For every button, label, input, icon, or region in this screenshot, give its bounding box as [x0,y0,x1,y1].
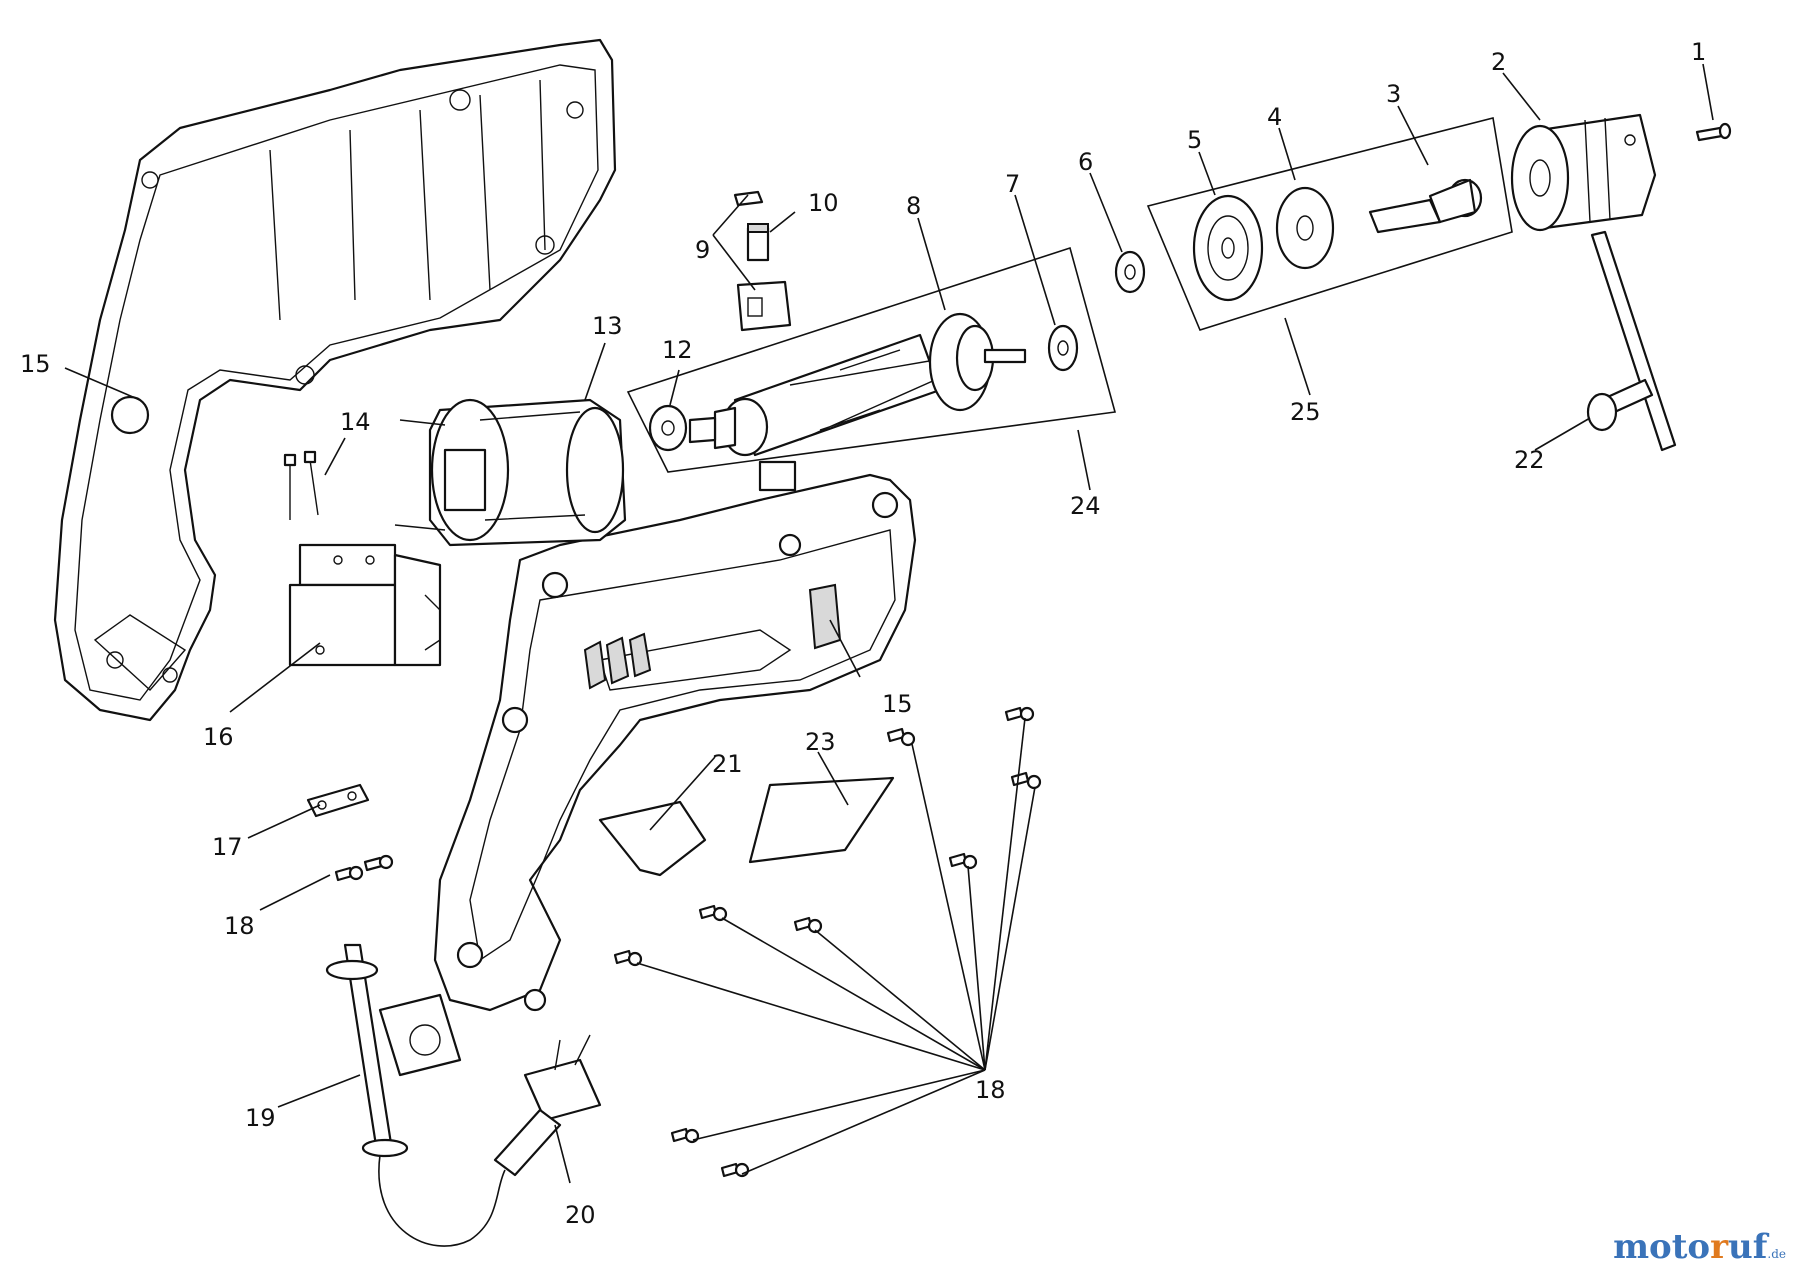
screw [698,904,728,922]
screw [613,949,643,967]
screw [886,727,916,747]
brush-holder-parts [733,190,792,332]
screws [334,706,1042,1178]
cable-ties [283,450,319,520]
gear-group [1146,117,1513,331]
watermark-logo: motoruf.de [1613,1227,1786,1267]
label-part-13: 13 [592,312,623,340]
screw [363,854,394,872]
label-part-6: 6 [1078,148,1093,176]
label-part-21: 21 [712,750,743,778]
label-part-10: 10 [808,189,839,217]
label-part-23: 23 [805,728,836,756]
screw [720,1162,750,1178]
bearing-6 [1114,250,1146,294]
leader-lines [64,63,1714,1184]
logo-suffix: .de [1767,1247,1786,1261]
chuck-screw [1695,122,1732,142]
screw [1004,706,1035,722]
label-part-3: 3 [1386,80,1401,108]
label-part-7: 7 [1005,170,1020,198]
housing-left-half [53,38,617,722]
label-part-12: 12 [662,336,693,364]
label-part-5: 5 [1187,126,1202,154]
label-part-18-right: 18 [975,1076,1006,1104]
drill-chuck [1510,113,1657,232]
label-plates [598,776,895,877]
label-part-18-left: 18 [224,912,255,940]
logo-part-1: moto [1613,1227,1711,1267]
cable-clamp [306,783,370,818]
power-cord-plug [378,1034,602,1247]
logo-part-3: uf [1728,1227,1768,1267]
label-part-2: 2 [1491,48,1506,76]
armature-group [626,246,1117,473]
label-part-1: 1 [1691,38,1706,66]
label-part-15-right: 15 [882,690,913,718]
label-part-8: 8 [906,192,921,220]
housing-right-half [433,460,917,1012]
part-number-labels: 1 2 3 4 5 6 7 8 9 10 12 13 14 15 15 16 1… [20,38,1706,1229]
chuck-key [1586,230,1677,452]
label-part-25: 25 [1290,398,1321,426]
screw [334,865,364,882]
logo-part-2: r [1710,1227,1729,1267]
label-part-20: 20 [565,1201,596,1229]
motor-stator [394,398,627,547]
label-part-22: 22 [1514,446,1545,474]
switch [288,543,442,667]
screw [948,852,978,870]
label-part-15-left: 15 [20,350,51,378]
label-part-16: 16 [203,723,234,751]
label-part-17: 17 [212,833,243,861]
screw [793,916,823,934]
screw [1010,771,1042,790]
label-part-19: 19 [245,1104,276,1132]
auxiliary-handle [325,943,462,1158]
label-part-9: 9 [695,236,710,264]
label-part-4: 4 [1267,103,1282,131]
label-part-24: 24 [1070,492,1101,520]
label-part-14: 14 [340,408,371,436]
